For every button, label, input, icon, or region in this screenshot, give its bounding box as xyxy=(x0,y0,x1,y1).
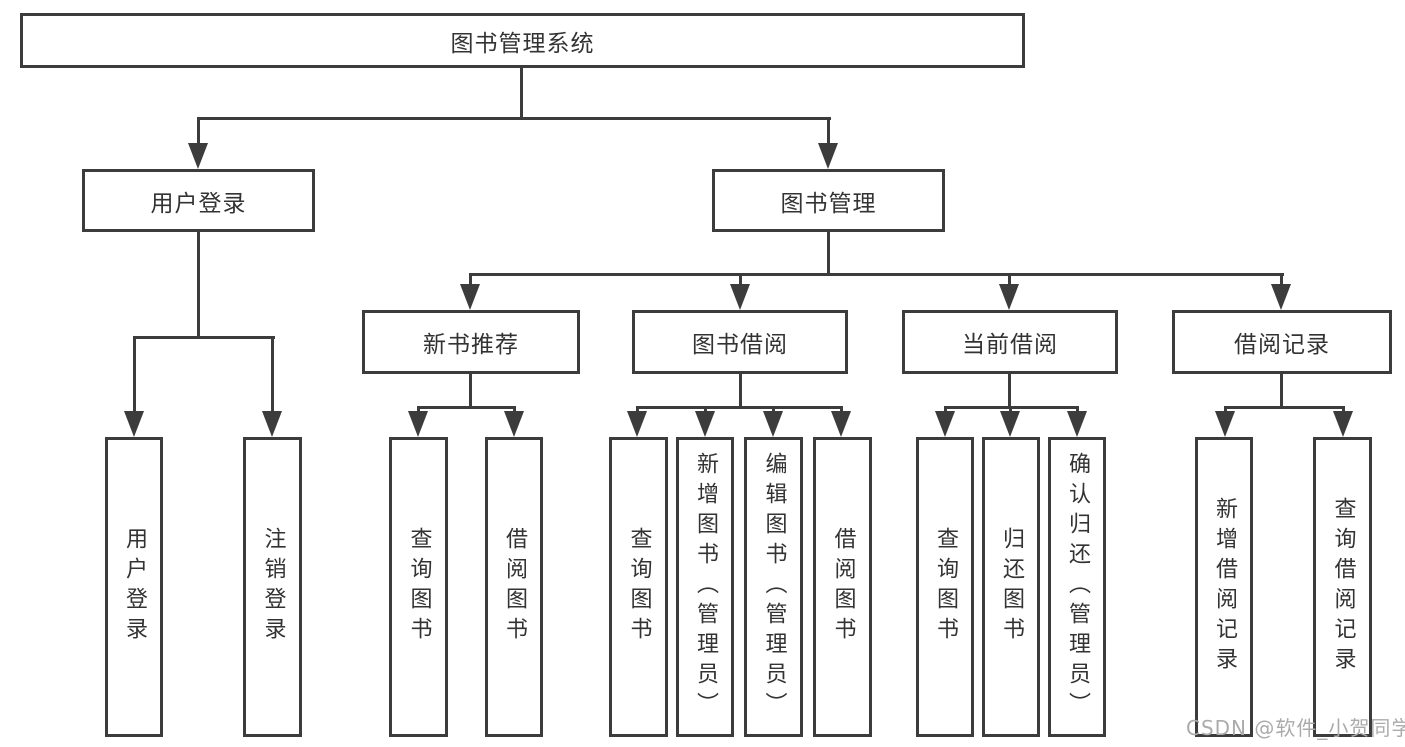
node-logout-leaf-label: 注销登录 xyxy=(260,527,286,647)
node-bb-query-book: 查询图书 xyxy=(609,437,668,737)
node-new-book-rec: 新书推荐 xyxy=(362,310,580,374)
down-arrowhead-icon xyxy=(695,411,715,437)
connector-to-nbr-query xyxy=(417,406,420,414)
node-book-borrow-label: 图书借阅 xyxy=(692,332,788,358)
connector-user-login-rail xyxy=(133,336,275,339)
connector-to-current-borrow xyxy=(1008,273,1011,287)
down-arrowhead-icon xyxy=(460,284,480,310)
down-arrowhead-icon xyxy=(627,411,647,437)
node-user-login-label: 用户登录 xyxy=(150,190,247,217)
node-br-query-record: 查询借阅记录 xyxy=(1313,437,1372,737)
connector-book-mgmt-stem xyxy=(827,232,830,276)
down-arrowhead-icon xyxy=(1215,411,1235,437)
node-cb-query-book-label: 查询图书 xyxy=(933,527,958,647)
down-arrowhead-icon xyxy=(999,284,1019,310)
node-bb-borrow-book: 借阅图书 xyxy=(813,437,872,737)
node-cb-query-book: 查询图书 xyxy=(916,437,974,737)
node-bb-query-book-label: 查询图书 xyxy=(626,527,652,647)
down-arrowhead-icon xyxy=(763,411,783,437)
down-arrowhead-icon xyxy=(730,284,750,310)
node-root-label: 图书管理系统 xyxy=(450,30,595,57)
connector-root-stem xyxy=(520,68,523,117)
connector-book-borrow-stem xyxy=(739,374,742,409)
down-arrowhead-icon xyxy=(408,411,428,437)
node-current-borrow-label: 当前借阅 xyxy=(962,332,1058,358)
node-bb-add-book-label: 新增图书（管理员） xyxy=(693,452,718,722)
node-login-leaf: 用户登录 xyxy=(105,437,163,737)
node-bb-borrow-book-label: 借阅图书 xyxy=(830,527,856,647)
node-login-leaf-label: 用户登录 xyxy=(122,527,147,647)
connector-new-book-rec-rail xyxy=(417,406,516,409)
down-arrowhead-icon xyxy=(831,411,851,437)
node-current-borrow: 当前借阅 xyxy=(902,310,1118,374)
node-br-query-record-label: 查询借阅记录 xyxy=(1330,497,1356,677)
down-arrowhead-icon xyxy=(504,411,524,437)
node-cb-confirm-return-label: 确认归还（管理员） xyxy=(1065,452,1090,722)
connector-root-to-user-login xyxy=(197,117,200,145)
node-nbr-borrow-book-label: 借阅图书 xyxy=(502,527,527,647)
connector-to-login-leaf xyxy=(133,336,136,413)
node-cb-return-book: 归还图书 xyxy=(982,437,1040,737)
connector-to-bb-add xyxy=(704,406,707,414)
node-nbr-query-book-label: 查询图书 xyxy=(406,527,432,647)
connector-to-new-book-rec xyxy=(469,273,472,287)
down-arrowhead-icon xyxy=(124,411,144,437)
node-root: 图书管理系统 xyxy=(20,13,1025,68)
node-book-mgmt-label: 图书管理 xyxy=(780,190,877,217)
node-user-login: 用户登录 xyxy=(82,169,315,232)
connector-to-cb-return xyxy=(1009,406,1012,414)
node-borrow-record: 借阅记录 xyxy=(1172,310,1392,374)
node-nbr-borrow-book: 借阅图书 xyxy=(485,437,543,737)
connector-to-cb-query xyxy=(944,406,947,414)
connector-current-borrow-stem xyxy=(1008,374,1011,409)
connector-root-rail xyxy=(197,117,831,120)
node-bb-edit-book-label: 编辑图书（管理员） xyxy=(761,452,787,722)
down-arrowhead-icon xyxy=(1067,411,1087,437)
down-arrowhead-icon xyxy=(1271,284,1291,310)
watermark: CSDN @软件_小贺同学 xyxy=(1186,716,1405,740)
down-arrowhead-icon xyxy=(262,411,282,437)
connector-new-book-rec-stem xyxy=(469,374,472,409)
node-bb-edit-book: 编辑图书（管理员） xyxy=(744,437,803,737)
node-br-add-record-label: 新增借阅记录 xyxy=(1212,497,1237,677)
node-cb-confirm-return: 确认归还（管理员） xyxy=(1048,437,1106,737)
down-arrowhead-icon xyxy=(935,411,955,437)
down-arrowhead-icon xyxy=(1000,411,1020,437)
connector-to-bb-query xyxy=(636,406,639,414)
connector-to-logout-leaf xyxy=(271,336,274,413)
connector-to-nbr-borrow xyxy=(513,406,516,414)
connector-root-to-book-mgmt xyxy=(827,117,830,145)
connector-to-br-add xyxy=(1224,406,1227,414)
connector-to-br-query xyxy=(1342,406,1345,414)
node-new-book-rec-label: 新书推荐 xyxy=(423,332,519,358)
connector-user-login-stem xyxy=(197,232,200,339)
node-nbr-query-book: 查询图书 xyxy=(389,437,448,737)
node-cb-return-book-label: 归还图书 xyxy=(999,527,1024,647)
connector-to-bb-borrow xyxy=(840,406,843,414)
down-arrowhead-icon xyxy=(188,143,208,169)
connector-book-borrow-rail xyxy=(636,406,843,409)
node-book-mgmt: 图书管理 xyxy=(712,169,945,232)
connector-borrow-record-rail xyxy=(1224,406,1345,409)
connector-to-cb-confirm xyxy=(1076,406,1079,414)
connector-to-borrow-record xyxy=(1280,273,1283,287)
node-borrow-record-label: 借阅记录 xyxy=(1234,332,1330,358)
down-arrowhead-icon xyxy=(1333,411,1353,437)
connector-book-mgmt-rail xyxy=(470,273,1284,276)
node-br-add-record: 新增借阅记录 xyxy=(1195,437,1253,737)
connector-borrow-record-stem xyxy=(1280,374,1283,409)
node-logout-leaf: 注销登录 xyxy=(243,437,302,737)
connector-to-book-borrow xyxy=(739,273,742,287)
connector-to-bb-edit xyxy=(772,406,775,414)
down-arrowhead-icon xyxy=(818,143,838,169)
node-bb-add-book: 新增图书（管理员） xyxy=(676,437,734,737)
node-book-borrow: 图书借阅 xyxy=(632,310,848,374)
